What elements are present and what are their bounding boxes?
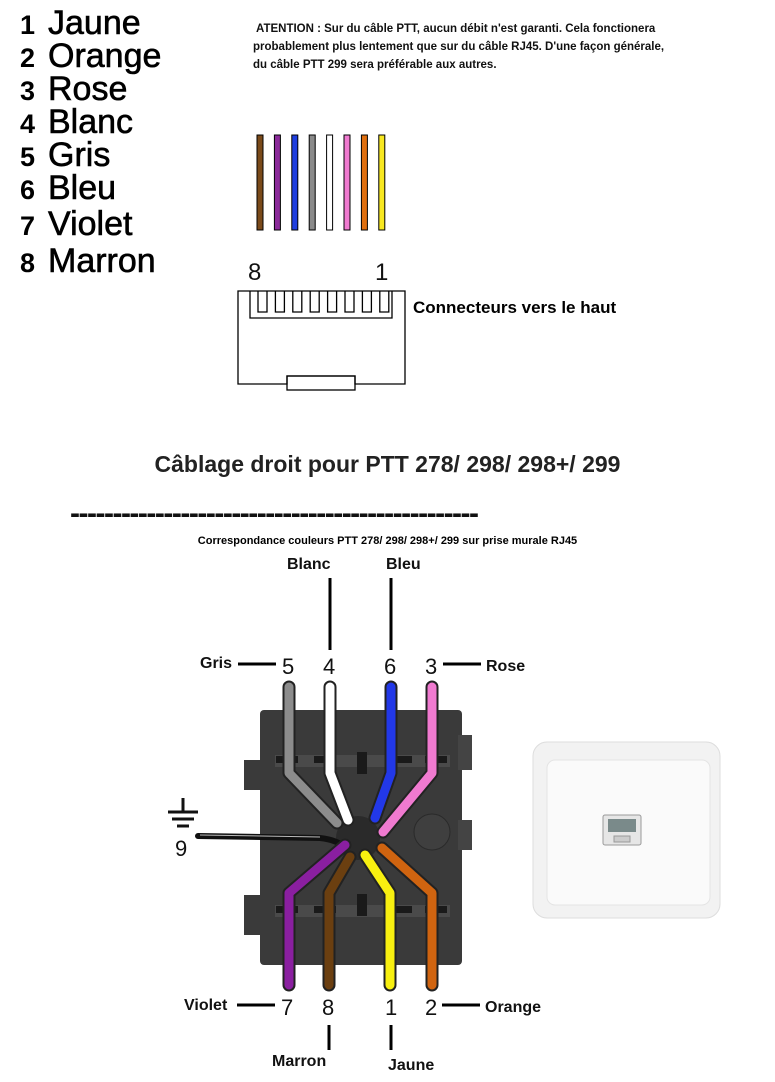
legend-label: Violet xyxy=(48,205,133,244)
pin-1-label: 1 xyxy=(375,259,389,286)
wire-violet xyxy=(282,838,352,992)
legend-label: Jaune xyxy=(48,4,141,43)
label-marron: Marron xyxy=(272,1053,327,1070)
leader-lines xyxy=(237,578,481,1050)
legend-label: Rose xyxy=(48,70,128,109)
label-orange: Orange xyxy=(485,999,542,1016)
legend-item: 5 Gris xyxy=(20,136,111,175)
connector-tooth xyxy=(309,291,320,313)
warning-line: du câble PTT 299 sera préférable aux aut… xyxy=(253,59,497,71)
pin-9-ground: 9 xyxy=(175,836,188,861)
pin-7: 7 xyxy=(281,995,294,1020)
legend-num: 8 xyxy=(20,248,36,278)
connector-wire xyxy=(360,134,368,231)
connector-wire xyxy=(291,134,299,231)
connector-wire xyxy=(343,134,351,231)
legend-item: 2 Orange xyxy=(20,37,162,76)
socket-wires xyxy=(282,680,439,992)
legend-item: 7 Violet xyxy=(20,205,133,244)
subtitle: Correspondance couleurs PTT 278/ 298/ 29… xyxy=(197,535,578,547)
pin-8-label: 8 xyxy=(248,259,262,286)
connector-wire xyxy=(308,134,316,231)
legend-label: Blanc xyxy=(48,103,134,142)
legend-num: 4 xyxy=(20,109,36,139)
wire-marron xyxy=(322,850,357,992)
pin-3: 3 xyxy=(425,654,438,679)
wire-bleu xyxy=(368,680,398,825)
warning-line: ATENTION : Sur du câble PTT, aucun débit… xyxy=(256,23,656,35)
ground-icon xyxy=(168,798,198,828)
connector-wire xyxy=(378,134,386,231)
connector-tooth xyxy=(344,291,355,313)
connector-tooth xyxy=(274,291,286,313)
label-blanc: Blanc xyxy=(287,556,331,573)
legend-item: 3 Rose xyxy=(20,70,128,109)
legend-num: 7 xyxy=(20,211,36,241)
connector-wire xyxy=(326,134,334,231)
legend-num: 3 xyxy=(20,76,36,106)
legend-num: 2 xyxy=(20,43,36,73)
connector-wire xyxy=(273,134,281,231)
wire-blanc xyxy=(323,680,355,827)
wall-plate-image xyxy=(532,741,721,919)
page-title: Câblage droit pour PTT 278/ 298/ 298+/ 2… xyxy=(154,451,621,477)
pin-8: 8 xyxy=(322,995,335,1020)
pin-2: 2 xyxy=(425,995,438,1020)
connector-wire xyxy=(256,134,264,231)
connector-tooth xyxy=(361,291,373,313)
divider: ----------------------------------------… xyxy=(70,497,479,530)
legend-item: 1 Jaune xyxy=(20,4,141,43)
connector-tooth xyxy=(326,291,338,313)
legend-num: 5 xyxy=(20,142,36,172)
connector-wires xyxy=(256,134,386,231)
legend-label: Orange xyxy=(48,37,162,76)
label-violet: Violet xyxy=(184,997,228,1014)
label-rose: Rose xyxy=(486,658,526,675)
warning-note: ATENTION : Sur du câble PTT, aucun débit… xyxy=(253,20,664,74)
legend-label: Marron xyxy=(48,242,156,281)
legend-num: 1 xyxy=(20,10,36,40)
legend-label: Gris xyxy=(48,136,111,175)
pin-5: 5 xyxy=(282,654,295,679)
wire-gris xyxy=(282,680,344,830)
legend-item: 4 Blanc xyxy=(20,103,133,142)
wire-jaune xyxy=(358,848,397,992)
wire-rose xyxy=(376,680,439,839)
connector-caption: Connecteurs vers le haut xyxy=(413,298,617,317)
rj45-connector-outline xyxy=(237,290,406,391)
wire-orange xyxy=(375,841,439,992)
legend-item: 8 Marron xyxy=(20,242,156,281)
socket-body xyxy=(244,710,472,965)
connector-tooth xyxy=(292,291,303,313)
pin-6: 6 xyxy=(384,654,397,679)
pin-4: 4 xyxy=(323,654,336,679)
label-jaune: Jaune xyxy=(388,1057,435,1074)
connector-tooth xyxy=(257,291,268,313)
label-bleu: Bleu xyxy=(386,556,421,573)
label-gris: Gris xyxy=(200,655,233,672)
legend-label: Bleu xyxy=(48,169,117,208)
legend-num: 6 xyxy=(20,175,36,205)
legend-item: 6 Bleu xyxy=(20,169,116,208)
pin-1: 1 xyxy=(385,995,398,1020)
connector-tooth xyxy=(379,291,390,313)
warning-line: probablement plus lentement que sur du c… xyxy=(253,41,665,53)
